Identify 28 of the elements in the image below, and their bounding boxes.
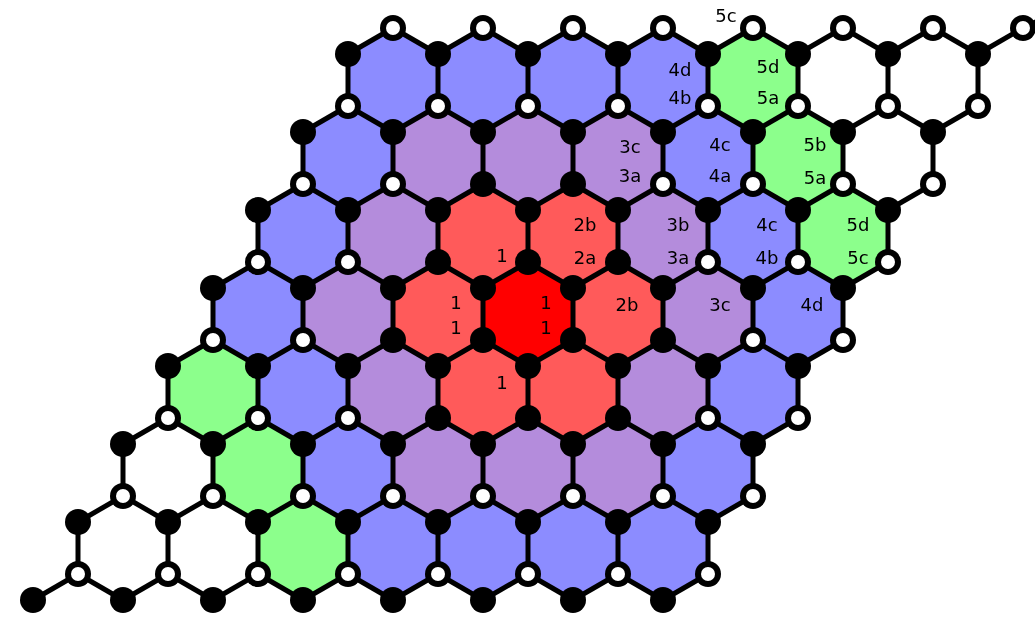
site-label: 1 <box>450 293 462 313</box>
site-label: 3a <box>618 166 642 186</box>
site-label: 4d <box>800 295 824 315</box>
site-label: 2b <box>615 295 639 315</box>
site-label: 4a <box>708 166 732 186</box>
site-label: 2b <box>573 215 597 235</box>
site-label: 1 <box>496 246 508 266</box>
site-label: 4b <box>668 88 692 108</box>
site-label: 1 <box>496 373 508 393</box>
site-label: 5a <box>803 168 827 188</box>
site-label: 3b <box>666 215 690 235</box>
site-label: 1 <box>540 293 552 313</box>
site-label: 5d <box>846 215 870 235</box>
site-label: 4c <box>709 135 731 155</box>
site-label: 4d <box>668 60 692 80</box>
site-label: 2a <box>573 248 597 268</box>
site-label: 4b <box>755 248 779 268</box>
site-label: 3c <box>619 137 641 157</box>
site-label: 3c <box>709 295 731 315</box>
site-label: 5c <box>847 248 869 268</box>
site-label: 1 <box>540 318 552 338</box>
site-label: 1 <box>450 318 462 338</box>
site-label: 3a <box>666 248 690 268</box>
site-label: 5a <box>756 88 780 108</box>
site-label: 4c <box>756 215 778 235</box>
site-label: 5b <box>803 135 827 155</box>
site-label: 5d <box>756 57 780 77</box>
site-label: 5c <box>715 6 737 26</box>
